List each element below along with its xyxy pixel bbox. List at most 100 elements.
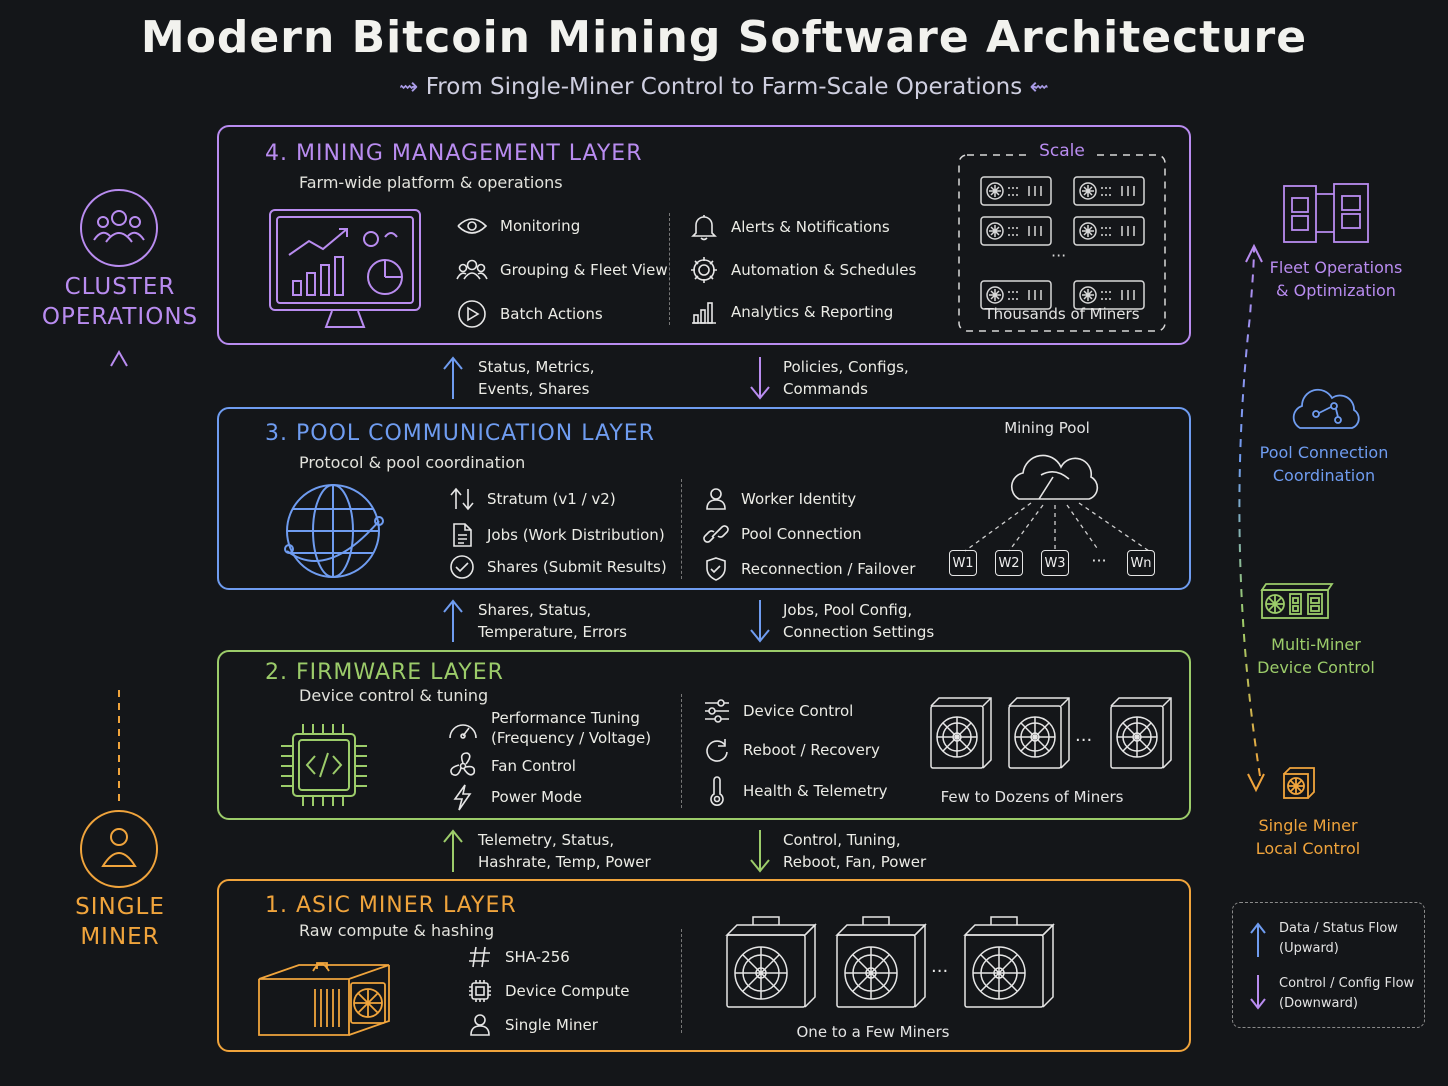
dashboard-monitor-icon [269,209,421,328]
down-arrow-icon [750,830,770,873]
pool-layer-subtitle: Protocol & pool coordination [299,453,526,472]
page-subtitle: ⇝ From Single-Miner Control to Farm-Scal… [0,74,1448,100]
legend-up-arrow-icon [1250,922,1266,957]
svg-text:···: ··· [1075,730,1092,751]
globe-icon [284,484,384,578]
flow-4-3-up: Status, Metrics,Events, Shares [478,358,595,398]
management-layer: 4. MINING MANAGEMENT LAYER Farm-wide pla… [217,125,1191,345]
pool-cloud-pickaxe-icon [1010,454,1099,500]
page-title: Modern Bitcoin Mining Software Architect… [140,12,1308,63]
asic-layer-subtitle: Raw compute & hashing [299,921,495,940]
firmware-layer: 2. FIRMWARE LAYER Device control & tunin… [217,650,1191,820]
right-scale-panel [1238,183,1369,799]
pool-layer: 3. POOL COMMUNICATION LAYER Protocol & p… [217,407,1191,590]
mining-pool-diagram [964,454,1150,552]
cluster-people-icon [93,210,145,243]
flow-2-1-down: Control, Tuning,Reboot, Fan, Power [783,831,927,871]
thermometer-icon [710,776,724,806]
management-layer-subtitle: Farm-wide platform & operations [299,173,563,192]
worker-w1: W1 [949,550,977,576]
fleet-servers-icon [1283,183,1369,243]
sliders-icon [705,699,729,723]
legend-down-arrow-icon [1250,975,1266,1010]
legend-down-text: Control / Config Flow(Downward) [1279,976,1415,1011]
eye-icon [457,218,488,234]
firmware-caption: Few to Dozens of Miners [940,788,1124,806]
feature-analytics: Analytics & Reporting [689,299,893,325]
subtitle-text: From Single-Miner Control to Farm-Scale … [425,74,1023,100]
management-layer-title: 4. MINING MANAGEMENT LAYER [265,141,643,166]
flow-4-3-down: Policies, Configs,Commands [783,358,909,398]
firmware-miners-group: ··· [930,697,1172,769]
asic-caption: One to a Few Miners [796,1023,950,1041]
link-icon [703,525,729,543]
refresh-icon [706,739,728,762]
left-squiggle-arrow-icon: ⇝ [399,74,419,100]
flow-3-2-down: Jobs, Pool Config,Connection Settings [783,601,935,641]
up-arrow-icon [443,356,463,399]
fan-icon [450,752,476,776]
shield-check-icon [706,557,726,581]
feature-pool-connection: Pool Connection [703,522,862,546]
feature-reboot: Reboot / Recovery [703,737,880,763]
feature-health-telemetry: Health & Telemetry [703,776,888,806]
asic-miner-icon [258,962,390,1036]
feature-shares: Shares (Submit Results) [449,554,667,580]
scale-caption: Thousands of Miners [984,305,1140,323]
firmware-layer-subtitle: Device control & tuning [299,686,489,705]
asic-miners-group: ··· [725,916,1054,1008]
gear-icon [691,257,717,283]
cpu-icon [469,980,491,1002]
down-arrow-icon [750,600,770,643]
bar-chart-icon [692,302,716,324]
lightning-icon [453,784,472,811]
feature-fan-control: Fan Control [447,752,576,780]
flow-2-1-up: Telemetry, Status,Hashrate, Temp, Power [478,831,651,871]
svg-text:···: ··· [1051,246,1066,265]
hash-icon [469,946,490,968]
feature-jobs: Jobs (Work Distribution) [449,522,665,548]
asic-layer: 1. ASIC MINER LAYER Raw compute & hashin… [217,879,1191,1052]
right-squiggle-arrow-icon: ⇜ [1029,74,1049,100]
feature-alerts: Alerts & Notifications [689,213,890,241]
single-miner-icon [1283,767,1315,799]
feature-device-compute: Device Compute [467,979,629,1003]
asic-layer-title: 1. ASIC MINER LAYER [265,893,517,918]
flow-3-2-up: Shares, Status,Temperature, Errors [478,601,627,641]
scale-miner-grid: ··· [958,153,1166,332]
feature-sha256: SHA-256 [467,945,570,969]
play-circle-icon [458,300,486,328]
scale-title: Scale [1039,141,1085,161]
feature-grouping: Grouping & Fleet View [456,257,668,283]
feature-worker-identity: Worker Identity [703,487,856,511]
worker-ellipsis: ··· [1091,551,1107,570]
single-user-icon [101,828,137,867]
worker-wn: Wn [1127,550,1155,576]
flow-legend: Data / Status Flow(Upward) Control / Con… [1232,902,1425,1028]
up-down-arrows-icon [450,487,474,511]
legend-up-text: Data / Status Flow(Upward) [1279,921,1398,956]
mining-pool-label: Mining Pool [1004,419,1090,437]
fleet-operations-label: Fleet Operations& Optimization [1269,258,1403,300]
feature-single-miner: Single Miner [467,1013,598,1037]
left-scale-axis [80,189,158,888]
up-arrow-icon [443,599,463,642]
firmware-layer-title: 2. FIRMWARE LAYER [265,660,504,685]
bell-icon [691,215,717,241]
feature-monitoring: Monitoring [456,215,580,237]
feature-automation: Automation & Schedules [689,255,916,285]
svg-text:···: ··· [931,961,948,982]
pool-cloud-icon [1292,388,1360,429]
cluster-icon-ring [80,189,158,267]
group-people-icon [456,259,488,280]
worker-w3: W3 [1041,550,1069,576]
feature-power-mode: Power Mode [447,783,582,811]
feature-batch-actions: Batch Actions [456,299,603,329]
multi-miner-icon [1260,583,1334,619]
up-arrow-icon [443,829,463,872]
